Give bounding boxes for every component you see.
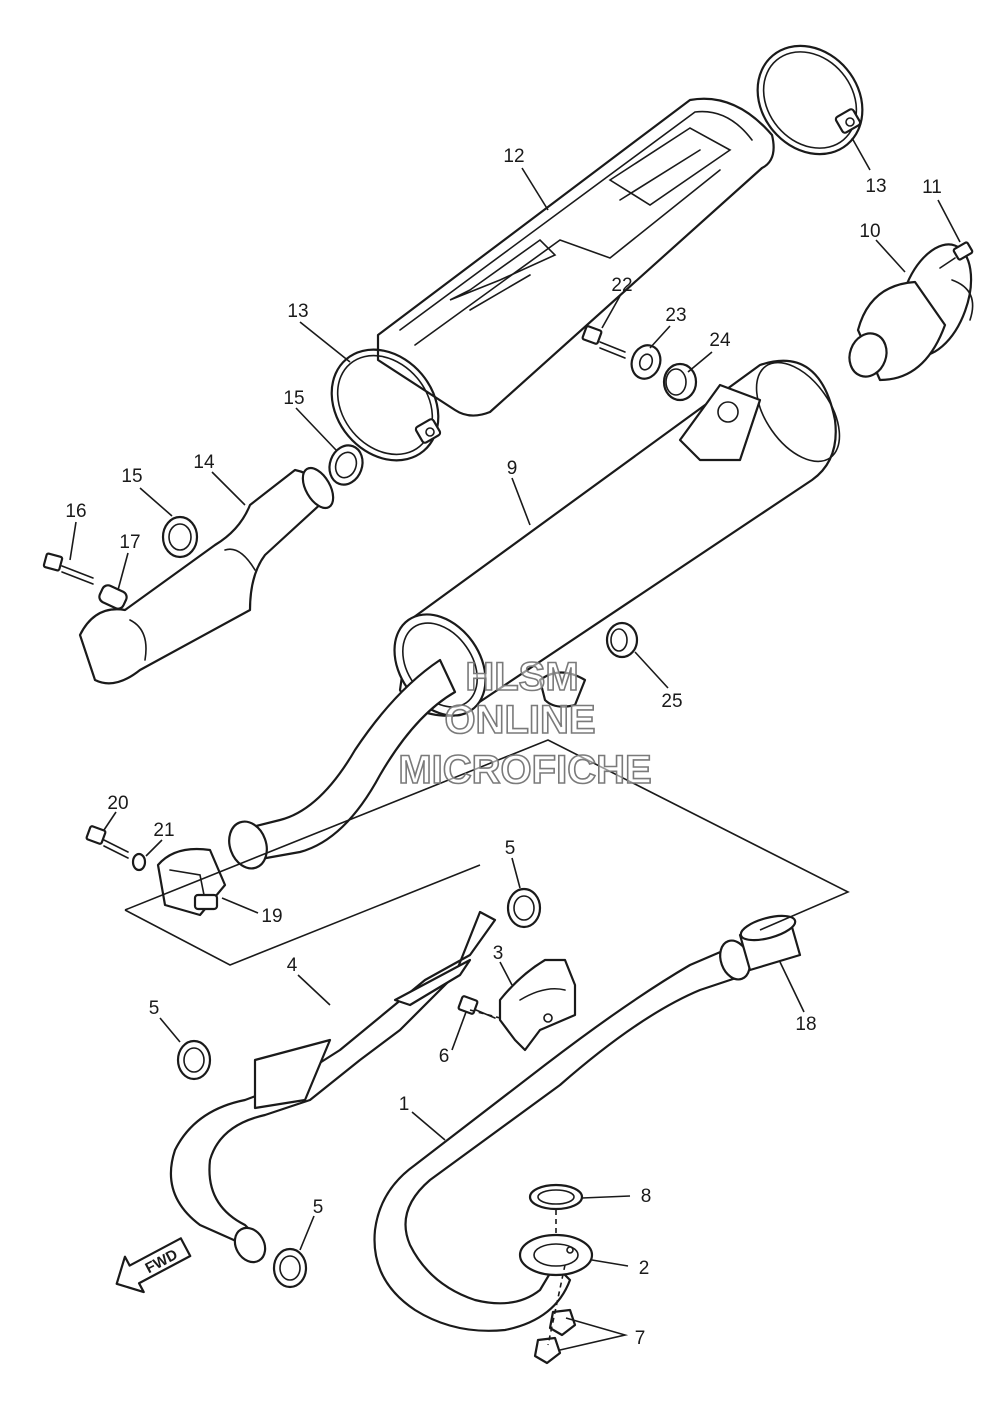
callout-14[interactable]: 14 xyxy=(193,452,215,473)
part-2-flange[interactable] xyxy=(518,1233,594,1277)
part-15-clamp-upper[interactable] xyxy=(324,441,368,490)
part-6-bolt[interactable] xyxy=(457,995,496,1019)
part-9-muffler[interactable] xyxy=(223,348,856,874)
part-4-exhaust-pipe[interactable] xyxy=(169,910,497,1268)
callout-20[interactable]: 20 xyxy=(107,793,128,814)
part-20-bolt[interactable] xyxy=(85,825,129,859)
part-10-tail-pipe[interactable] xyxy=(844,235,985,382)
watermark: HLSM ONLINE MICROFICHE xyxy=(398,654,653,793)
part-7-nut-upper[interactable] xyxy=(548,1308,577,1337)
callout-5-lower[interactable]: 5 xyxy=(313,1197,324,1218)
fwd-arrow-icon: FWD xyxy=(115,1237,192,1294)
part-25-grommet[interactable] xyxy=(605,621,639,659)
part-23-collar[interactable] xyxy=(627,341,665,383)
callout-15-upper[interactable]: 15 xyxy=(283,388,304,409)
callout-3[interactable]: 3 xyxy=(493,943,504,964)
part-17-collar[interactable] xyxy=(97,583,128,610)
callout-15-lower[interactable]: 15 xyxy=(121,466,142,487)
muffler-collar[interactable] xyxy=(538,671,587,708)
callout-2[interactable]: 2 xyxy=(639,1258,650,1279)
callout-16[interactable]: 16 xyxy=(65,501,86,522)
part-12-heat-protector[interactable] xyxy=(376,97,775,417)
callout-25[interactable]: 25 xyxy=(661,691,682,712)
callout-24[interactable]: 24 xyxy=(709,330,731,351)
part-1-exhaust-pipe[interactable] xyxy=(373,936,755,1332)
part-8-gasket[interactable] xyxy=(528,1183,584,1211)
callout-22[interactable]: 22 xyxy=(611,275,632,296)
callout-13-rear[interactable]: 13 xyxy=(865,176,886,197)
callout-11[interactable]: 11 xyxy=(922,177,942,198)
part-19-bracket[interactable] xyxy=(156,847,227,917)
part-15-clamp-lower[interactable] xyxy=(161,515,199,559)
part-11-screw[interactable] xyxy=(939,241,974,269)
callout-8[interactable]: 8 xyxy=(641,1186,652,1207)
callout-numbers: 12 13 11 10 13 22 23 24 15 9 15 14 16 17… xyxy=(65,146,941,1349)
callout-4[interactable]: 4 xyxy=(287,955,298,976)
watermark-line-1: HLSM xyxy=(465,655,578,699)
part-5-clamp-lower[interactable] xyxy=(272,1247,308,1289)
callout-5-upper[interactable]: 5 xyxy=(505,838,516,859)
assembly-group-outline xyxy=(124,739,850,966)
callout-13-front[interactable]: 13 xyxy=(287,301,308,322)
callout-6[interactable]: 6 xyxy=(439,1046,450,1067)
callout-17[interactable]: 17 xyxy=(119,532,140,553)
part-18-sleeve[interactable] xyxy=(738,911,802,972)
part-14-joint-pipe[interactable] xyxy=(78,463,339,685)
callout-9[interactable]: 9 xyxy=(507,458,518,479)
part-21-washer[interactable] xyxy=(131,852,147,872)
part-5-clamp-middle[interactable] xyxy=(176,1039,212,1081)
callout-12[interactable]: 12 xyxy=(503,146,524,167)
watermark-line-3: MICROFICHE xyxy=(398,748,651,792)
part-3-bracket[interactable] xyxy=(498,958,577,1052)
callout-18[interactable]: 18 xyxy=(795,1014,816,1035)
watermark-line-2: ONLINE xyxy=(444,698,595,742)
callout-7[interactable]: 7 xyxy=(635,1328,646,1349)
callout-10[interactable]: 10 xyxy=(859,221,880,242)
callout-23[interactable]: 23 xyxy=(665,305,686,326)
part-24-grommet[interactable] xyxy=(662,362,698,402)
part-5-clamp-upper[interactable] xyxy=(506,887,542,929)
part-16-bolt[interactable] xyxy=(42,552,94,585)
callout-19[interactable]: 19 xyxy=(261,906,282,927)
part-13-clamp-band-rear[interactable] xyxy=(736,25,884,176)
leader-lines xyxy=(69,137,961,1351)
callout-1[interactable]: 1 xyxy=(399,1094,410,1115)
callout-21[interactable]: 21 xyxy=(153,820,174,841)
part-7-nut-lower[interactable] xyxy=(533,1336,562,1365)
assembly-dashed-lines xyxy=(469,1009,566,1346)
part-22-bolt[interactable] xyxy=(581,325,626,359)
callout-5-middle[interactable]: 5 xyxy=(149,998,160,1019)
